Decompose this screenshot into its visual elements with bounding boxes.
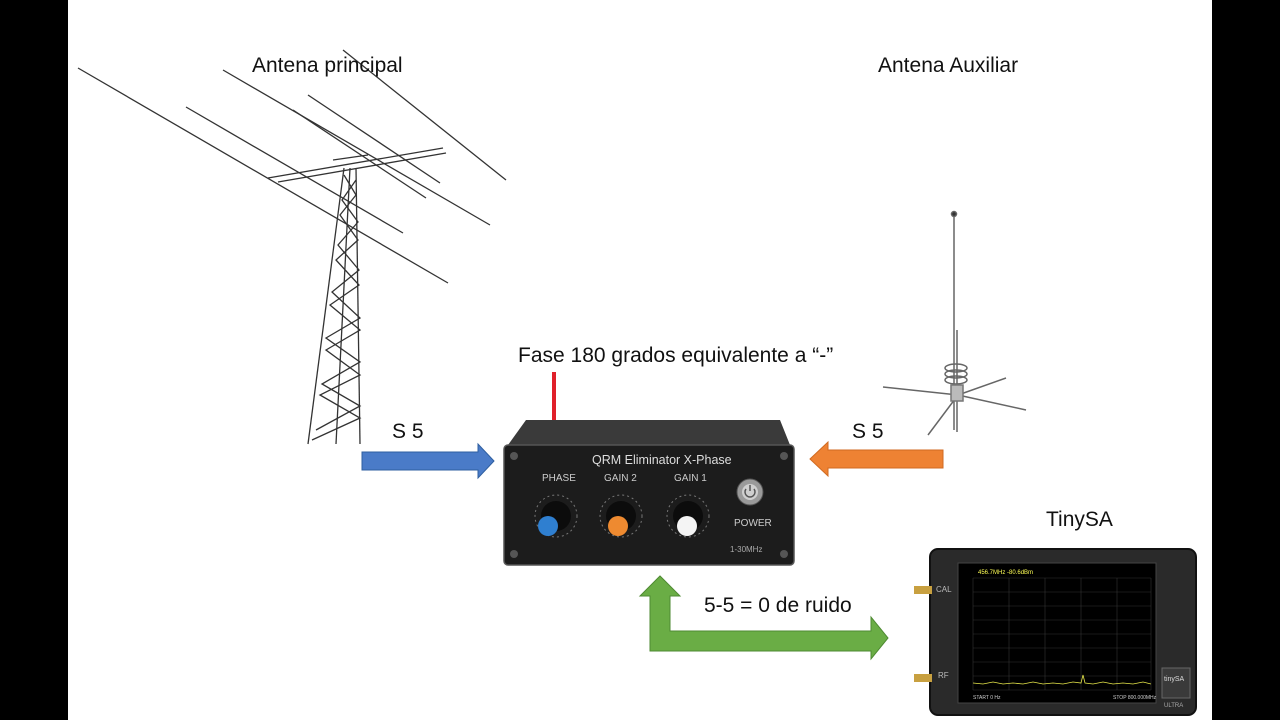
- main-antenna-illustration: [77, 49, 507, 445]
- phase-note-label: Fase 180 grados equivalente a “-”: [518, 344, 834, 367]
- signal-right-label: S 5: [852, 420, 884, 443]
- aux-antenna-illustration: [882, 210, 1027, 436]
- tinysa-trace: [972, 674, 1152, 685]
- qrm-eliminator-device: QRM Eliminator X-Phase PHASE GAIN 2 GAIN…: [503, 420, 795, 566]
- tinysa-start: START 0 Hz: [973, 695, 1001, 701]
- result-label: 5-5 = 0 de ruido: [704, 594, 852, 617]
- signal-left-label: S 5: [392, 420, 424, 443]
- power-label: POWER: [734, 518, 772, 529]
- gain2-knob[interactable]: [599, 494, 643, 538]
- tinysa-rf-label: RF: [938, 671, 949, 680]
- aux-antenna-label: Antena Auxiliar: [878, 54, 1019, 77]
- tinysa-brand: tinySA: [1164, 676, 1185, 683]
- tinysa-ultra: ULTRA: [1164, 703, 1183, 709]
- arrow-bottom-green: [638, 575, 889, 661]
- knob-label-gain1: GAIN 1: [674, 473, 707, 484]
- diagram-canvas: QRM Eliminator X-Phase PHASE GAIN 2 GAIN…: [68, 0, 1212, 720]
- tinysa-cal-label: CAL: [936, 585, 952, 594]
- power-button[interactable]: [736, 478, 764, 506]
- gain1-knob[interactable]: [666, 494, 710, 538]
- main-antenna-label: Antena principal: [252, 54, 403, 77]
- device-title: QRM Eliminator X-Phase: [592, 453, 732, 467]
- tinysa-grid: [972, 577, 1152, 691]
- knob-label-phase: PHASE: [542, 473, 576, 484]
- tinysa-header: 456.7MHz -80.6dBm: [978, 570, 1033, 576]
- arrow-left-blue: [361, 442, 495, 480]
- tinysa-device: CAL RF 456.7MHz -80.6dBm: [914, 548, 1197, 716]
- range-label: 1-30MHz: [730, 545, 762, 554]
- tinysa-stop: STOP 800.000MHz: [1113, 695, 1157, 701]
- diagram-art: QRM Eliminator X-Phase PHASE GAIN 2 GAIN…: [77, 49, 1197, 716]
- knob-label-gain2: GAIN 2: [604, 473, 637, 484]
- phase-knob[interactable]: [534, 494, 578, 538]
- arrow-right-orange: [809, 440, 944, 478]
- analyzer-label: TinySA: [1046, 508, 1113, 531]
